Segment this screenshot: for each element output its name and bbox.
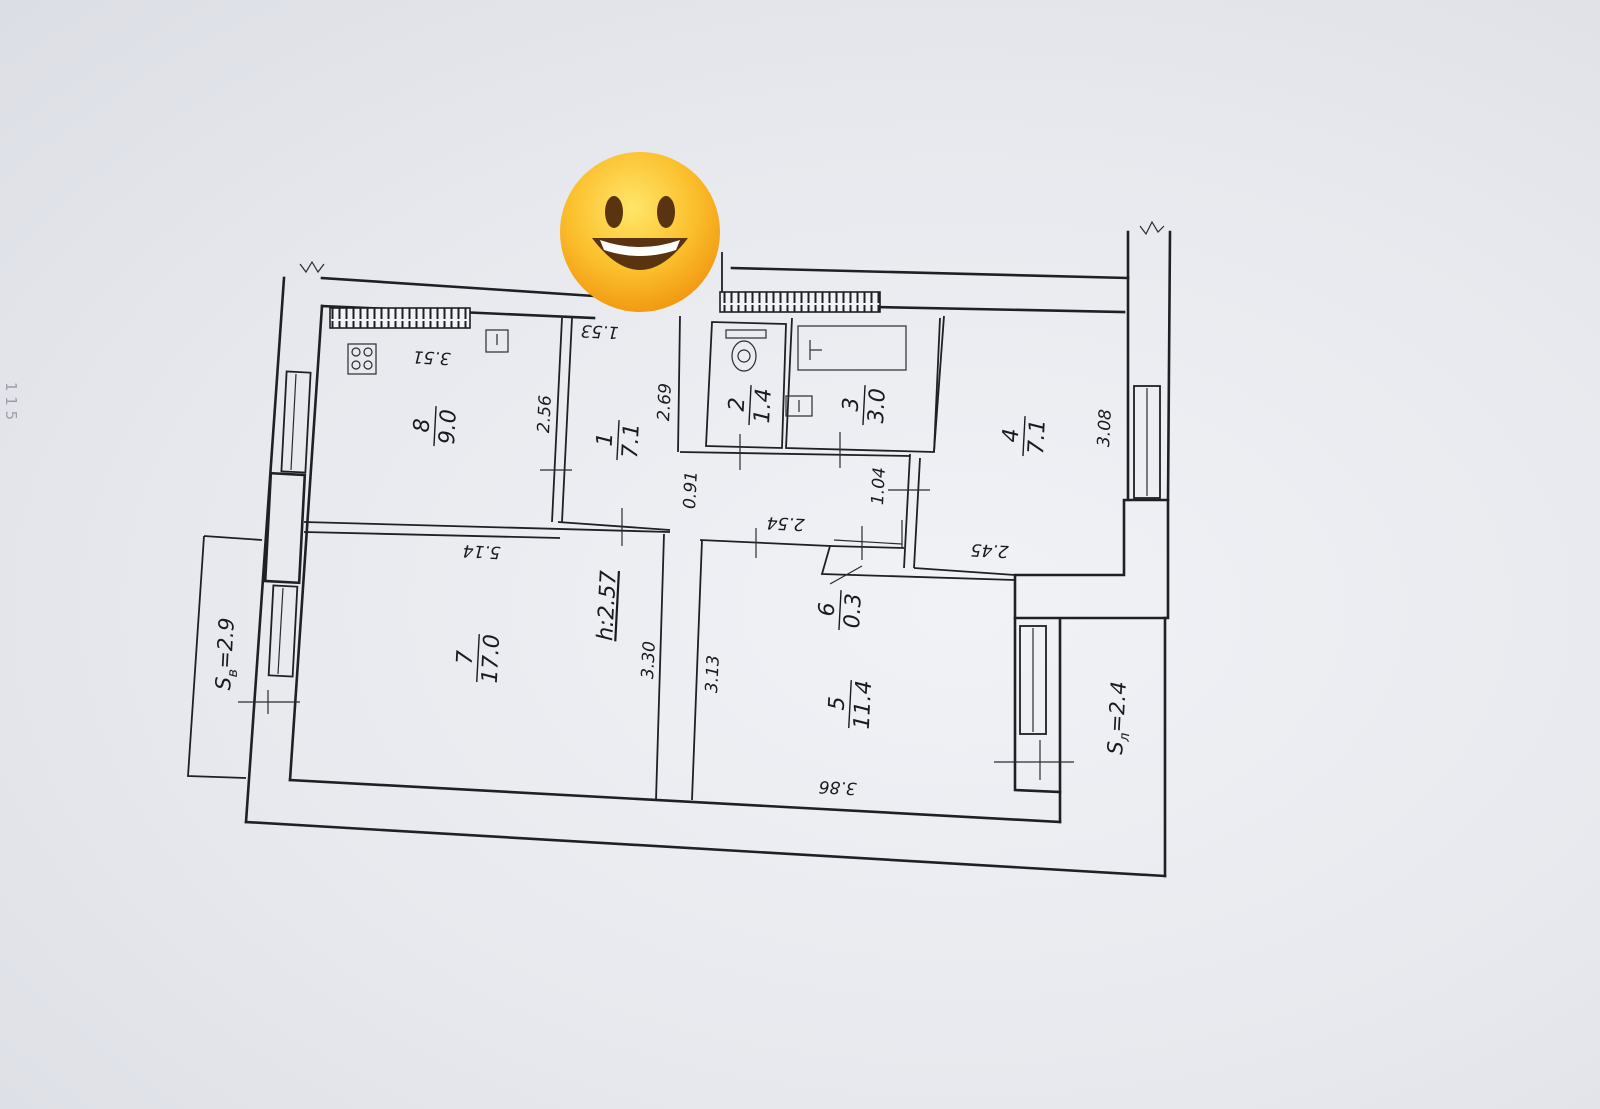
radiator-kitchen (329, 307, 471, 329)
svg-text:3.0: 3.0 (864, 388, 891, 424)
svg-text:3: 3 (839, 397, 865, 412)
svg-text:3.30: 3.30 (638, 641, 660, 680)
dim-hall-depth: 2.69 (654, 383, 676, 422)
svg-text:9.0: 9.0 (435, 409, 462, 445)
svg-text:8: 8 (410, 418, 436, 433)
dim-corridor-width: 0.91 (680, 471, 702, 510)
svg-text:5.14: 5.14 (462, 540, 501, 562)
dim-kitchen-width: 3.51 (412, 346, 451, 368)
svg-text:1.4: 1.4 (750, 388, 777, 424)
svg-text:6: 6 (815, 602, 841, 617)
fixtures (347, 325, 907, 417)
svg-text:11.4: 11.4 (850, 680, 878, 730)
svg-text:3.13: 3.13 (702, 655, 724, 694)
dim-bedroom-small-depth: 3.08 (1094, 408, 1116, 447)
bathtub-icon (797, 325, 907, 371)
svg-text:7.1: 7.1 (1024, 419, 1051, 455)
svg-text:2.56: 2.56 (534, 394, 556, 433)
svg-text:2.45: 2.45 (970, 539, 1009, 561)
door-marks (238, 432, 1074, 780)
dim-bedroom-small-width: 2.45 (970, 539, 1009, 561)
svg-text:2.54: 2.54 (766, 512, 805, 534)
svg-text:3.86: 3.86 (818, 776, 857, 798)
svg-text:5: 5 (825, 696, 851, 711)
washbasin-icon (785, 395, 813, 417)
dim-bedroom-depth: 3.13 (702, 655, 724, 694)
room-8-label: 8 9.0 (410, 406, 462, 447)
svg-text:7: 7 (453, 650, 479, 665)
exterior-walls (244, 220, 1172, 878)
svg-text:1.53: 1.53 (580, 320, 619, 342)
svg-text:2: 2 (725, 397, 751, 412)
svg-text:3.51: 3.51 (412, 346, 451, 368)
room-5-label: 5 11.4 (825, 680, 878, 730)
dim-niche-width: 1.04 (868, 467, 890, 506)
svg-text:Sв=2.9: Sв=2.9 (211, 617, 244, 691)
svg-text:4: 4 (999, 428, 1025, 443)
stove-icon (347, 343, 377, 375)
smiley-face-emoji-icon (560, 152, 720, 312)
balcony-left-area: Sв=2.9 (211, 617, 244, 691)
svg-text:0.91: 0.91 (680, 471, 702, 510)
dim-corridor-length: 2.54 (766, 512, 805, 534)
ceiling-height-label: h:2.57 (593, 570, 622, 642)
room-7-label: 7 17.0 (453, 634, 506, 684)
room-1-label: 1 7.1 (593, 420, 645, 461)
dim-living-depth: 3.30 (638, 641, 660, 680)
room-2-label: 2 1.4 (725, 385, 777, 426)
dim-kitchen-depth: 2.56 (534, 394, 556, 433)
svg-text:2.69: 2.69 (654, 383, 676, 422)
radiator-top (719, 291, 881, 313)
left-windows (263, 370, 312, 678)
svg-text:h:2.57: h:2.57 (593, 570, 622, 642)
room-4-label: 4 7.1 (999, 416, 1051, 457)
dim-living-width: 5.14 (462, 540, 501, 562)
svg-text:1.04: 1.04 (868, 467, 890, 506)
toilet-icon (725, 329, 767, 339)
svg-text:Sл=2.4: Sл=2.4 (1103, 681, 1136, 756)
svg-text:3.08: 3.08 (1094, 408, 1116, 447)
room-6-label: 6 0.3 (815, 590, 867, 631)
margin-mark: 1 1 5 (2, 382, 20, 421)
interior-walls (303, 315, 1016, 801)
room-3-label: 3 3.0 (839, 385, 891, 426)
svg-text:0.3: 0.3 (840, 593, 867, 629)
svg-text:1: 1 (593, 432, 619, 447)
dim-hall-width: 1.53 (580, 320, 619, 342)
left-balcony-outline (187, 535, 263, 779)
balcony-right-area: Sл=2.4 (1103, 681, 1136, 756)
dim-bedroom-width: 3.86 (818, 776, 857, 798)
svg-text:7.1: 7.1 (618, 423, 645, 459)
right-windows (1019, 385, 1161, 735)
svg-text:17.0: 17.0 (478, 634, 506, 684)
sink-icon (485, 329, 509, 353)
